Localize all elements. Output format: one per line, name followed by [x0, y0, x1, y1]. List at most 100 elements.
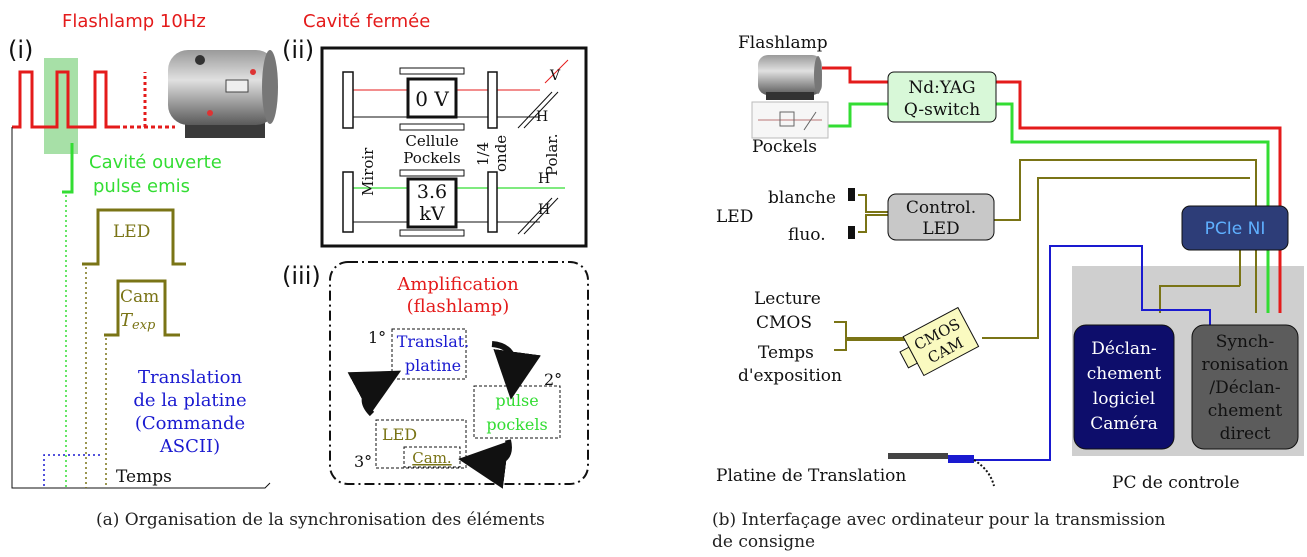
- svg-text:H: H: [538, 202, 550, 218]
- flashlamp-title: Flashlamp 10Hz: [62, 11, 206, 32]
- svg-text:PCIe NI: PCIe NI: [1205, 219, 1266, 239]
- svg-text:chement: chement: [1208, 401, 1283, 421]
- svg-text:/Déclan-: /Déclan-: [1209, 378, 1280, 398]
- cam-label: Cam: [120, 287, 159, 307]
- platine-stage-icon: [888, 453, 948, 459]
- svg-text:3°: 3°: [354, 452, 372, 471]
- fluo-label: fluo.: [788, 225, 826, 245]
- pockels-cell-3-6kv: [406, 177, 458, 229]
- arrow-2-3: [458, 439, 512, 489]
- miroir-label: Miroir: [359, 147, 377, 196]
- label-iii: (iii): [282, 262, 321, 290]
- quarter-wave-bottom: [487, 171, 498, 233]
- svg-text:V: V: [549, 68, 561, 84]
- svg-text:LED: LED: [382, 425, 417, 444]
- svg-text:2°: 2°: [544, 370, 562, 389]
- led-label-b: LED: [716, 207, 753, 227]
- quarter-wave-top: [487, 71, 498, 129]
- panel-b-interface: Flashlamp Pockels Nd:YAG Q-switch LED bl…: [716, 33, 1304, 493]
- polarizer-top: [523, 91, 559, 129]
- svg-text:H: H: [536, 109, 548, 125]
- svg-text:Caméra: Caméra: [1090, 414, 1158, 434]
- flashlamp-device-image-b: [758, 55, 822, 100]
- cmos-cam-icon: CMOS CAM: [899, 306, 980, 377]
- caption-a: (a) Organisation de la synchronisation d…: [96, 510, 545, 530]
- lecture-label: Lecture: [754, 289, 821, 309]
- temps-label-b: Temps: [758, 343, 814, 363]
- svg-text:Control.: Control.: [906, 198, 976, 218]
- svg-text:ASCII): ASCII): [159, 436, 220, 457]
- label-ii: (ii): [282, 36, 314, 64]
- wire-flashlamp: [822, 66, 888, 84]
- platine-label: Platine de Translation: [716, 466, 906, 486]
- wire-green-sync: [996, 102, 1270, 313]
- pulse-highlight: [44, 58, 78, 154]
- pulse-emis-label: pulse emis: [93, 176, 190, 197]
- onde-label: onde: [492, 135, 510, 172]
- cmos-label: CMOS: [756, 313, 812, 333]
- texp-label: Texp: [120, 310, 156, 333]
- caption-b-line1: (b) Interfaçage avec ordinateur pour la …: [712, 510, 1166, 530]
- svg-text:H: H: [538, 171, 550, 187]
- panel-ii-cavity: Cavité fermée (ii) 0 V V H 3.6 kV H H Mi…: [282, 11, 588, 248]
- pockels-cell-0v: [406, 77, 458, 119]
- mirror-top: [342, 71, 354, 129]
- svg-text:LED: LED: [922, 219, 959, 239]
- arrow-1-2: [491, 341, 541, 400]
- svg-text:de la platine: de la platine: [133, 390, 246, 411]
- blanche-label: blanche: [768, 188, 836, 208]
- temps-label: Temps: [116, 467, 172, 487]
- control-led-box: [887, 193, 995, 241]
- pockels-cell-label: Pockels: [403, 149, 460, 167]
- label-i: (i): [8, 36, 33, 64]
- wire-red-sync: [996, 80, 1282, 313]
- svg-text:platine: platine: [405, 356, 461, 375]
- svg-text:Translation: Translation: [138, 367, 242, 388]
- arrow-3-1: [347, 370, 402, 417]
- svg-text:Synch-: Synch-: [1216, 332, 1274, 352]
- wire-pockels: [822, 102, 888, 128]
- pockels-pulse: [62, 143, 74, 194]
- svg-text:ronisation: ronisation: [1201, 355, 1288, 375]
- panel-i-timing: Flashlamp 10Hz (i) Cavité ouverte pulse …: [8, 11, 278, 489]
- translation-signal: [43, 454, 103, 486]
- flashlamp-device-image: [168, 50, 278, 138]
- svg-text:Translat.: Translat.: [397, 332, 470, 351]
- led-fluo-icon: [848, 226, 855, 239]
- led-label: LED: [113, 222, 150, 242]
- flashlamp-pulses: [12, 70, 116, 129]
- svg-text:Nd:YAG: Nd:YAG: [908, 78, 975, 98]
- svg-text:logiciel: logiciel: [1093, 389, 1155, 409]
- synchronisation-box: [1191, 324, 1299, 450]
- polarizer-bottom: [523, 197, 559, 235]
- svg-text:kV: kV: [419, 203, 445, 225]
- svg-text:chement: chement: [1087, 364, 1162, 384]
- declenchement-logiciel-box: [1073, 324, 1175, 450]
- svg-text:Cam.: Cam.: [412, 449, 451, 467]
- svg-text:pulse: pulse: [495, 391, 538, 410]
- svg-text:Déclan-: Déclan-: [1091, 339, 1156, 359]
- svg-text:(Commande: (Commande: [135, 413, 245, 434]
- led-signal: [82, 208, 186, 266]
- polar-label: Polar.: [543, 133, 561, 176]
- panel-iii-cycle: (iii) Amplification (flashlamp) 1° Trans…: [282, 261, 589, 489]
- cavity-frame: [320, 46, 588, 248]
- quarter-label: 1/4: [474, 142, 492, 166]
- svg-text:Q-switch: Q-switch: [904, 100, 980, 120]
- flashlamp-sub-label: (flashlamp): [407, 296, 510, 317]
- ndyag-qswitch-box: [887, 71, 997, 123]
- pockels-label: Pockels: [752, 137, 817, 157]
- svg-text:pockels: pockels: [486, 415, 547, 434]
- cellule-label: Cellule: [405, 132, 458, 150]
- flashlamp-label: Flashlamp: [738, 33, 828, 53]
- step-translat-box: [391, 328, 467, 380]
- svg-text:direct: direct: [1220, 424, 1271, 444]
- wire-cam-sync: [982, 177, 1250, 339]
- caption-b-line2: de consigne: [712, 532, 816, 552]
- step-led-box: [375, 419, 467, 469]
- exposition-label: d'exposition: [738, 366, 842, 386]
- pc-controle-label: PC de controle: [1112, 473, 1240, 493]
- amplification-label: Amplification: [396, 274, 519, 295]
- translation-label: Translation de la platine (Commande ASCI…: [133, 367, 246, 457]
